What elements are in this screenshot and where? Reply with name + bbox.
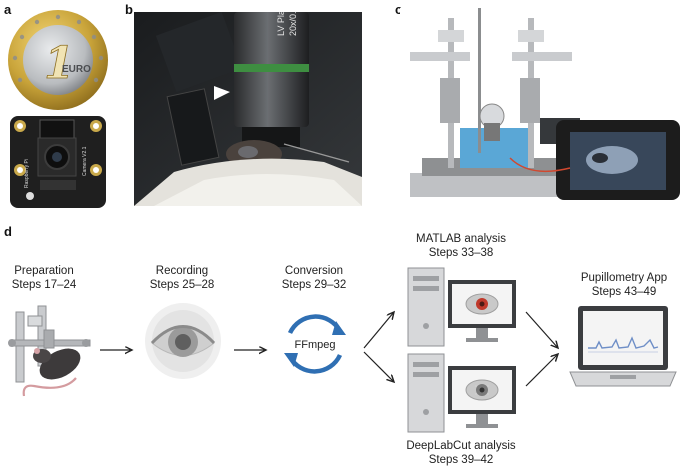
caption-pupillometry-app: Pupillometry App Steps 43–49 xyxy=(570,271,678,299)
coin-currency-text: EURO xyxy=(62,64,91,75)
arrow-conversion-to-deeplabcut xyxy=(363,351,394,382)
matlab-steps: Steps 33–38 xyxy=(428,247,494,259)
cycle-arrowhead-bottom-icon xyxy=(284,353,298,367)
preparation-steps: Steps 17–24 xyxy=(11,279,77,291)
recording-title: Recording xyxy=(155,265,209,277)
objective-text-1: LV Plan xyxy=(276,12,286,36)
arrow-matlab-to-app xyxy=(525,311,558,348)
conversion-title: Conversion xyxy=(284,265,344,277)
panel-label-a: a xyxy=(4,2,12,17)
arrowhead-marker xyxy=(214,86,230,100)
deeplabcut-steps: Steps 39–42 xyxy=(428,454,494,466)
matlab-title: MATLAB analysis xyxy=(416,233,506,245)
caption-matlab: MATLAB analysis Steps 33–38 xyxy=(405,232,517,260)
conversion-steps: Steps 29–32 xyxy=(281,279,347,291)
photo-microscope-mouse-setup: LV Plan 20x/0.4 xyxy=(134,12,362,206)
app-steps: Steps 43–49 xyxy=(591,286,657,298)
panel-label-b: b xyxy=(125,2,133,17)
caption-conversion: Conversion Steps 29–32 xyxy=(272,264,356,292)
caption-deeplabcut: DeepLabCut analysis Steps 39–42 xyxy=(398,439,524,467)
pupil-trace-line xyxy=(588,336,659,349)
objective-text-2: 20x/0.4 xyxy=(288,12,298,36)
coin-value-text: 1 xyxy=(44,38,75,89)
cycle-arrowhead-top-icon xyxy=(332,321,346,335)
mouse-preparation-illustration xyxy=(8,305,91,397)
ffmpeg-label: FFmpeg xyxy=(295,339,336,351)
deeplabcut-computer-illustration xyxy=(407,353,516,433)
euro-coin: 1 EURO xyxy=(8,10,108,110)
eye-recording-illustration xyxy=(145,303,221,379)
panel-label-c: c xyxy=(395,2,403,17)
tablet-display xyxy=(556,120,680,200)
caption-preparation: Preparation Steps 17–24 xyxy=(2,264,86,292)
app-title: Pupillometry App xyxy=(580,272,668,284)
arrow-conversion-to-matlab xyxy=(363,312,394,349)
board-silk-text-1: Raspberry Pi xyxy=(24,159,30,188)
raspberry-pi-camera-board: Raspberry Pi Camera V2.1 xyxy=(10,116,106,208)
pupillometry-laptop-illustration xyxy=(569,306,677,387)
preparation-title: Preparation xyxy=(14,265,74,277)
photo-rig-with-display xyxy=(400,8,682,208)
workflow-arrows xyxy=(100,300,685,387)
panel-label-d: d xyxy=(4,224,12,239)
ffmpeg-conversion-cycle: FFmpeg xyxy=(284,314,346,374)
board-silk-text-2: Camera V2.1 xyxy=(82,146,88,176)
deeplabcut-title: DeepLabCut analysis xyxy=(406,440,516,452)
arrow-deeplabcut-to-app xyxy=(525,354,558,387)
caption-recording: Recording Steps 25–28 xyxy=(140,264,224,292)
matlab-computer-illustration xyxy=(407,267,516,347)
recording-steps: Steps 25–28 xyxy=(149,279,215,291)
